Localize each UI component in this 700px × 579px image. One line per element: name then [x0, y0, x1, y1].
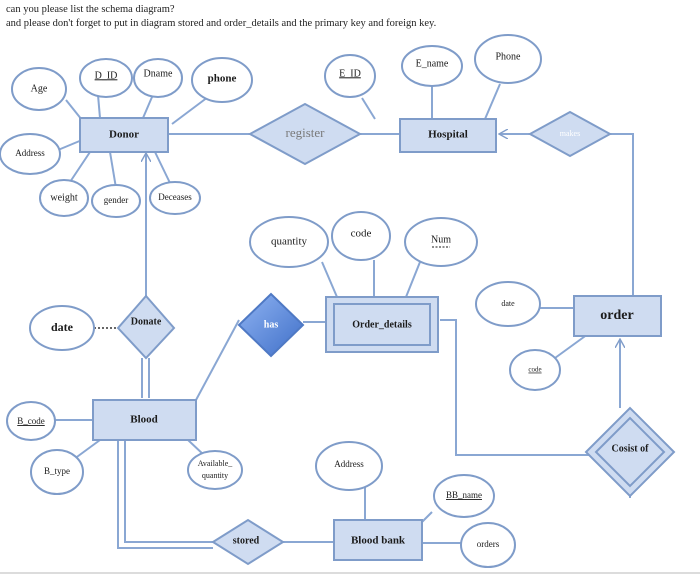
entity-orderdetails-inner	[333, 303, 431, 346]
attr-donor-address-ellipse	[0, 133, 61, 175]
rel-has-diamond	[237, 292, 305, 358]
connectors	[52, 83, 634, 549]
line-hospital-phone	[484, 83, 501, 120]
attr-blood-btype-ellipse	[30, 449, 84, 495]
line-donor-did	[97, 94, 101, 119]
entity-order-label: order	[600, 308, 633, 323]
line-has-blood	[195, 319, 240, 401]
attr-donor-did-label: D_ID	[95, 70, 118, 81]
attr-blood-bcode-label: B_code	[17, 416, 45, 426]
line-donor-weight	[69, 151, 91, 183]
attr-hospital-ename-label: E_name	[416, 58, 449, 69]
attr-hospital-eid-label: E_ID	[339, 68, 361, 79]
rel-donate-label: Donate	[131, 316, 162, 327]
attr-hospital-ename-ellipse	[401, 45, 463, 87]
attr-donor-dname-ellipse	[133, 58, 183, 98]
attr-donor-deceases-ellipse	[149, 181, 201, 215]
attr-order-code-label: code	[528, 366, 541, 374]
entity-blood-label: Blood	[130, 414, 158, 426]
attr-order-date-label: date	[501, 299, 515, 308]
entity-hospital-label: Hospital	[428, 129, 468, 141]
attr-od-num-ellipse	[404, 217, 478, 267]
attr-hospital-eid-ellipse	[324, 54, 376, 98]
attr-bank-address-ellipse	[315, 441, 383, 491]
line-orderdetails-cosist	[440, 319, 631, 498]
entity-blood-box	[92, 399, 197, 441]
rel-register-label: register	[286, 125, 326, 140]
attr-donor-weight-ellipse	[39, 179, 89, 217]
rel-donate-diamond	[116, 294, 176, 360]
bottom-rule	[0, 572, 700, 574]
line-donor-gender	[109, 151, 117, 189]
attr-od-code-label: code	[351, 228, 372, 240]
attr-order-date-ellipse	[475, 281, 541, 327]
entity-bloodbank-box	[333, 519, 423, 561]
attr-bank-address-label: Address	[334, 459, 364, 469]
rel-has-label: has	[264, 319, 279, 330]
entity-donor-label: Donor	[109, 129, 139, 141]
attr-od-quantity-ellipse	[249, 216, 329, 268]
question-line-2: and please don't forget to put in diagra…	[6, 18, 437, 29]
attr-blood-available-label-2: quantity	[202, 471, 228, 480]
rel-stored-label: stored	[233, 535, 260, 546]
line-od-quantity	[321, 261, 338, 298]
line-donor-age	[65, 99, 83, 121]
rel-cosist-inner	[594, 416, 666, 488]
line-blood-stored-a	[117, 440, 213, 549]
attr-od-num-label: Num	[431, 234, 451, 245]
attr-donor-deceases-label: Deceases	[158, 192, 192, 202]
attr-donor-weight-label: weight	[50, 192, 77, 203]
line-order-code	[554, 333, 589, 359]
attr-donate-date-ellipse	[29, 305, 95, 351]
line-donor-deceases	[154, 151, 171, 184]
attr-bank-orders-label: orders	[477, 539, 500, 549]
rel-makes-diamond	[527, 110, 613, 158]
line-donor-phone	[171, 96, 209, 125]
attr-blood-available-ellipse	[187, 450, 243, 490]
entity-donor-box	[79, 117, 169, 153]
attr-bank-orders-ellipse	[460, 522, 516, 568]
rel-register-diamond	[247, 102, 363, 166]
attr-donor-dname-label: Dname	[144, 68, 173, 79]
line-donor-dname	[142, 96, 153, 119]
attr-blood-btype-label: B_type	[44, 466, 70, 476]
attr-donor-age-label: Age	[31, 83, 48, 94]
entity-orderdetails-label: Order_details	[352, 319, 412, 330]
line-makes-order	[610, 133, 634, 296]
line-od-num	[405, 261, 421, 298]
attr-hospital-phone-label: Phone	[496, 51, 522, 62]
attr-donor-phone-label: phone	[208, 73, 237, 85]
attr-donor-phone-ellipse	[191, 57, 253, 103]
rel-stored-diamond	[211, 518, 285, 566]
attr-donate-date-label: date	[51, 320, 74, 334]
attr-donor-address-label: Address	[15, 148, 45, 158]
line-hospital-eid	[361, 97, 376, 120]
question-line-1: can you please list the schema diagram?	[6, 4, 175, 15]
line-blood-stored-b	[124, 440, 213, 543]
attr-bank-bbname-ellipse	[433, 474, 495, 518]
attr-blood-available-label-1: Available_	[198, 459, 234, 468]
attr-blood-bcode-ellipse	[6, 401, 56, 441]
attr-donor-gender-label: gender	[104, 195, 129, 205]
attr-donor-gender-ellipse	[91, 184, 141, 218]
attr-donor-did-ellipse	[79, 58, 133, 98]
attr-od-quantity-label: quantity	[271, 236, 308, 248]
rel-cosist-label: Cosist of	[612, 443, 650, 454]
entity-bloodbank-label: Blood bank	[351, 535, 406, 547]
entity-hospital-box	[399, 118, 497, 153]
attr-bank-bbname-label: BB_name	[446, 490, 482, 500]
attr-order-code-ellipse	[509, 349, 561, 391]
attr-hospital-phone-ellipse	[474, 34, 542, 84]
rel-makes-label: makes	[560, 129, 580, 138]
question-text: can you please list the schema diagram? …	[6, 3, 436, 31]
attr-donor-age-ellipse	[11, 67, 67, 111]
line-donor-address	[57, 139, 83, 151]
entity-order-box	[573, 295, 662, 337]
attr-od-code-ellipse	[331, 211, 391, 261]
